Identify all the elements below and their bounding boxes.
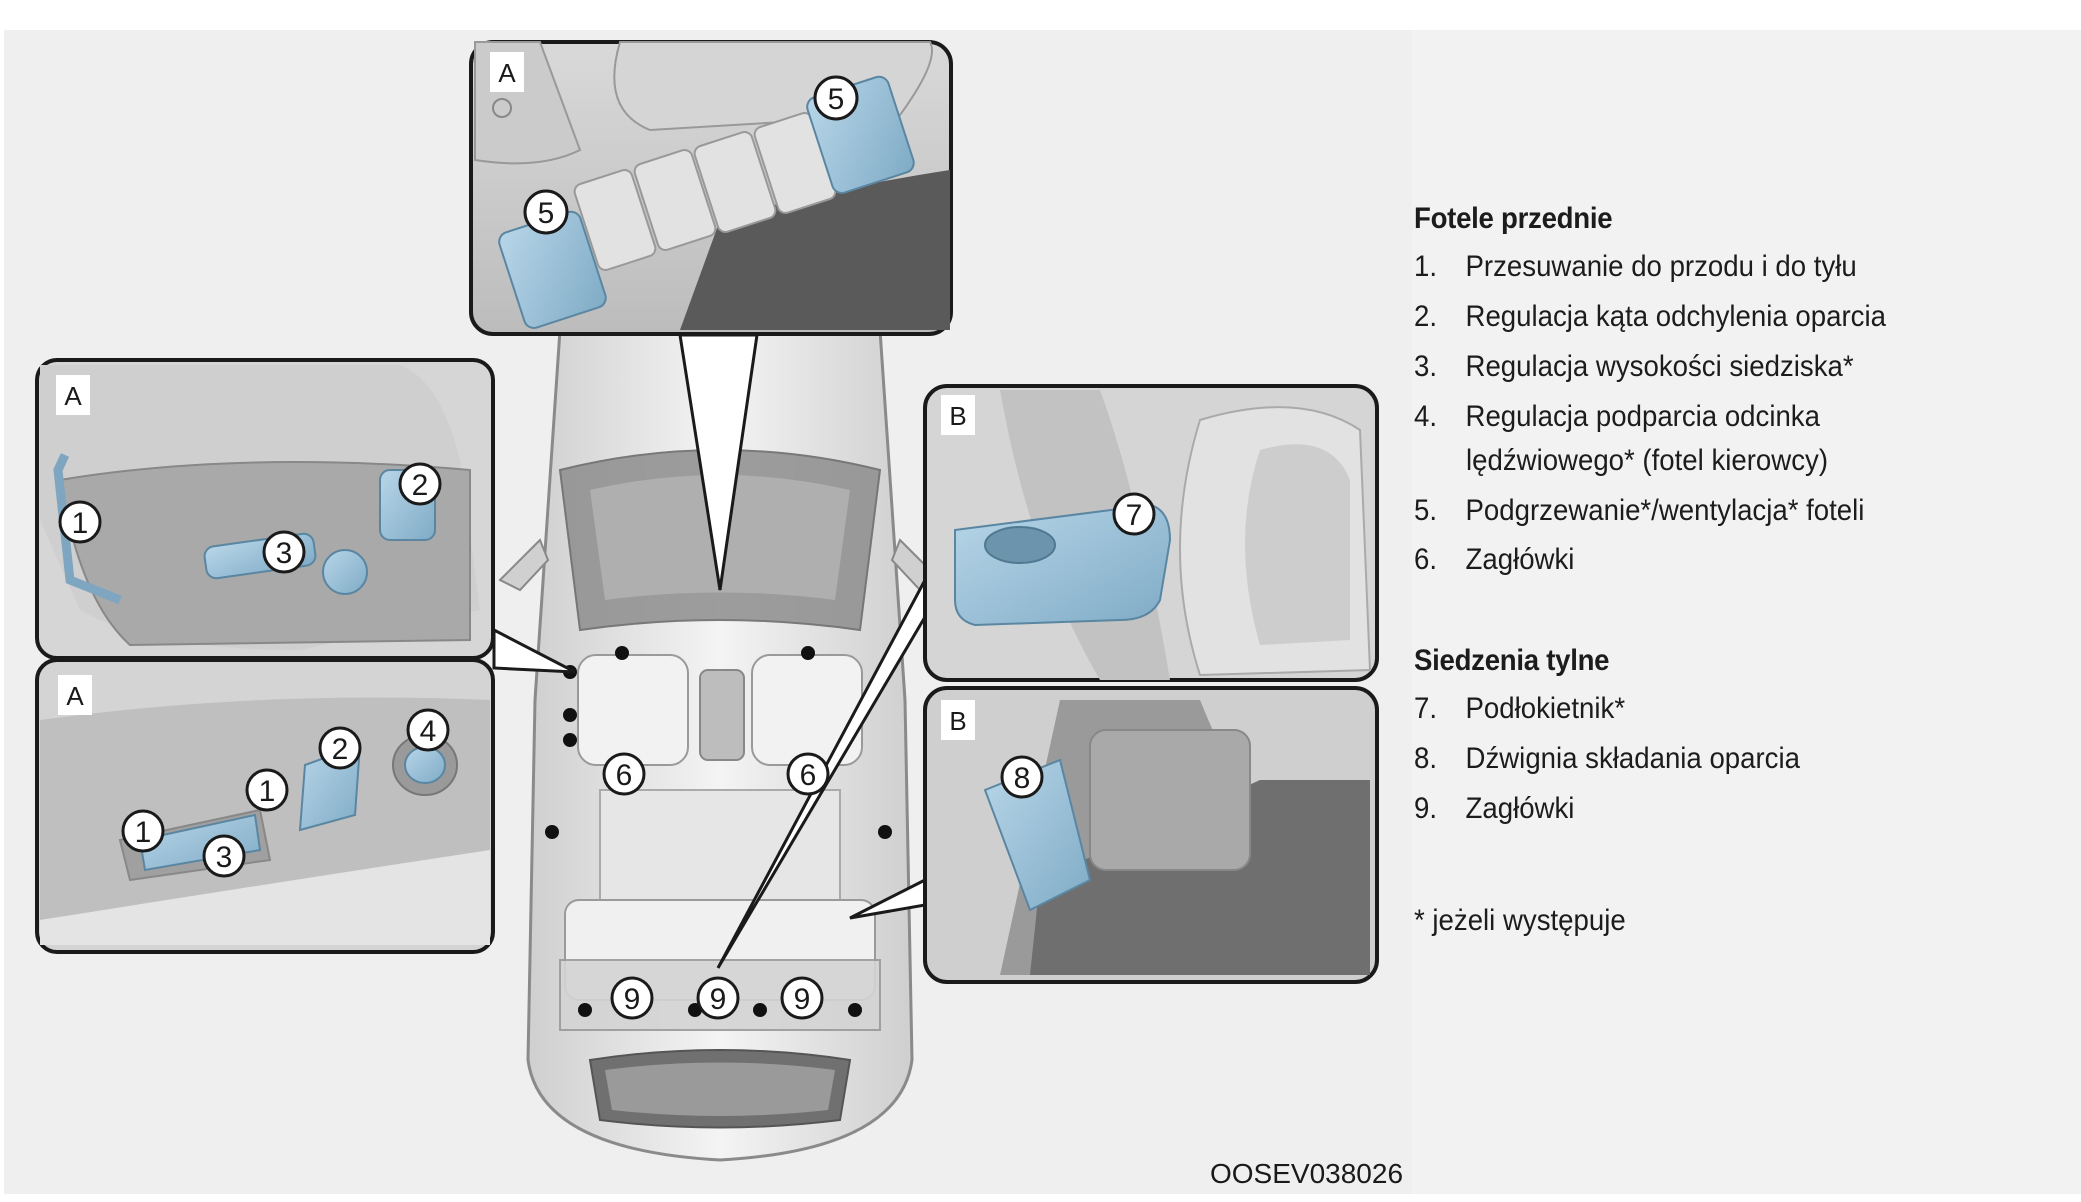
svg-text:3: 3 [216, 841, 233, 874]
callout-3: 3 [202, 834, 246, 878]
svg-text:2: 2 [332, 733, 349, 766]
legend-item: 6.Zagłówki [1414, 543, 1575, 576]
panel-label-b-lever: B [949, 706, 966, 736]
footnote: * jeżeli występuje [1414, 904, 1626, 937]
car-top-view [498, 313, 942, 1162]
legend-item: 5.Podgrzewanie*/wentylacja* foteli [1414, 494, 1865, 527]
panel-a-center-console: A 5 5 [469, 40, 953, 336]
image-code: OOSEV038026 [1210, 1158, 1404, 1189]
svg-text:6: 6 [616, 759, 633, 792]
callout-8: 8 [1000, 755, 1044, 799]
panel-label-a-seat-side: A [64, 381, 82, 411]
svg-text:9: 9 [624, 983, 641, 1016]
panel-label-a-top: A [498, 58, 516, 88]
svg-text:1: 1 [135, 816, 152, 849]
callout-9-right: 9 [780, 976, 824, 1020]
callout-5-left: 5 [523, 189, 569, 235]
callout-3: 3 [262, 530, 306, 574]
panel-a-power-switches: A 1 1 2 3 4 [35, 658, 495, 954]
callout-1: 1 [58, 500, 102, 544]
callout-4: 4 [406, 708, 450, 752]
legend-item: 7.Podłokietnik* [1414, 692, 1626, 725]
panel-b-fold-lever: B 8 [923, 686, 1379, 984]
svg-text:3: 3 [276, 537, 293, 570]
legend-item: 3.Regulacja wysokości siedziska* [1414, 350, 1854, 383]
svg-text:7: 7 [1126, 499, 1143, 532]
panel-label-a-switches: A [66, 681, 84, 711]
svg-text:5: 5 [828, 83, 845, 116]
callout-5-right: 5 [813, 75, 859, 121]
panel-label-b-armrest: B [949, 401, 966, 431]
legend-item: 2.Regulacja kąta odchylenia oparcia [1414, 300, 1886, 333]
legend-item: 1.Przesuwanie do przodu i do tyłu [1414, 250, 1857, 283]
svg-text:4: 4 [420, 715, 437, 748]
svg-text:9: 9 [710, 983, 727, 1016]
legend-item: 9.Zagłówki [1414, 792, 1575, 825]
svg-text:5: 5 [538, 197, 555, 230]
callout-6-left: 6 [602, 752, 646, 796]
callout-6-right: 6 [786, 752, 830, 796]
legend-item: 8.Dźwignia składania oparcia [1414, 742, 1800, 775]
svg-text:8: 8 [1014, 762, 1031, 795]
callout-1a: 1 [121, 809, 165, 853]
front-seats-title: Fotele przednie [1414, 202, 1613, 235]
legend-item-continuation: lędźwiowego* (fotel kierowcy) [1466, 444, 1829, 477]
callout-2: 2 [398, 462, 442, 506]
svg-text:9: 9 [794, 983, 811, 1016]
rear-seats-title: Siedzenia tylne [1414, 644, 1610, 677]
svg-text:6: 6 [800, 759, 817, 792]
panel-b-armrest: B 7 [923, 384, 1379, 682]
legend-item: 4.Regulacja podparcia odcinka [1414, 400, 1820, 433]
svg-text:2: 2 [412, 469, 429, 502]
svg-text:1: 1 [72, 507, 89, 540]
callout-9-mid: 9 [696, 976, 740, 1020]
callout-1b: 1 [245, 768, 289, 812]
svg-text:1: 1 [259, 775, 276, 808]
callout-7: 7 [1112, 492, 1156, 536]
callout-9-left: 9 [610, 976, 654, 1020]
panel-a-seat-side: A 1 2 3 [35, 358, 495, 660]
callout-2: 2 [318, 726, 362, 770]
legend-panel [1412, 30, 2081, 1194]
